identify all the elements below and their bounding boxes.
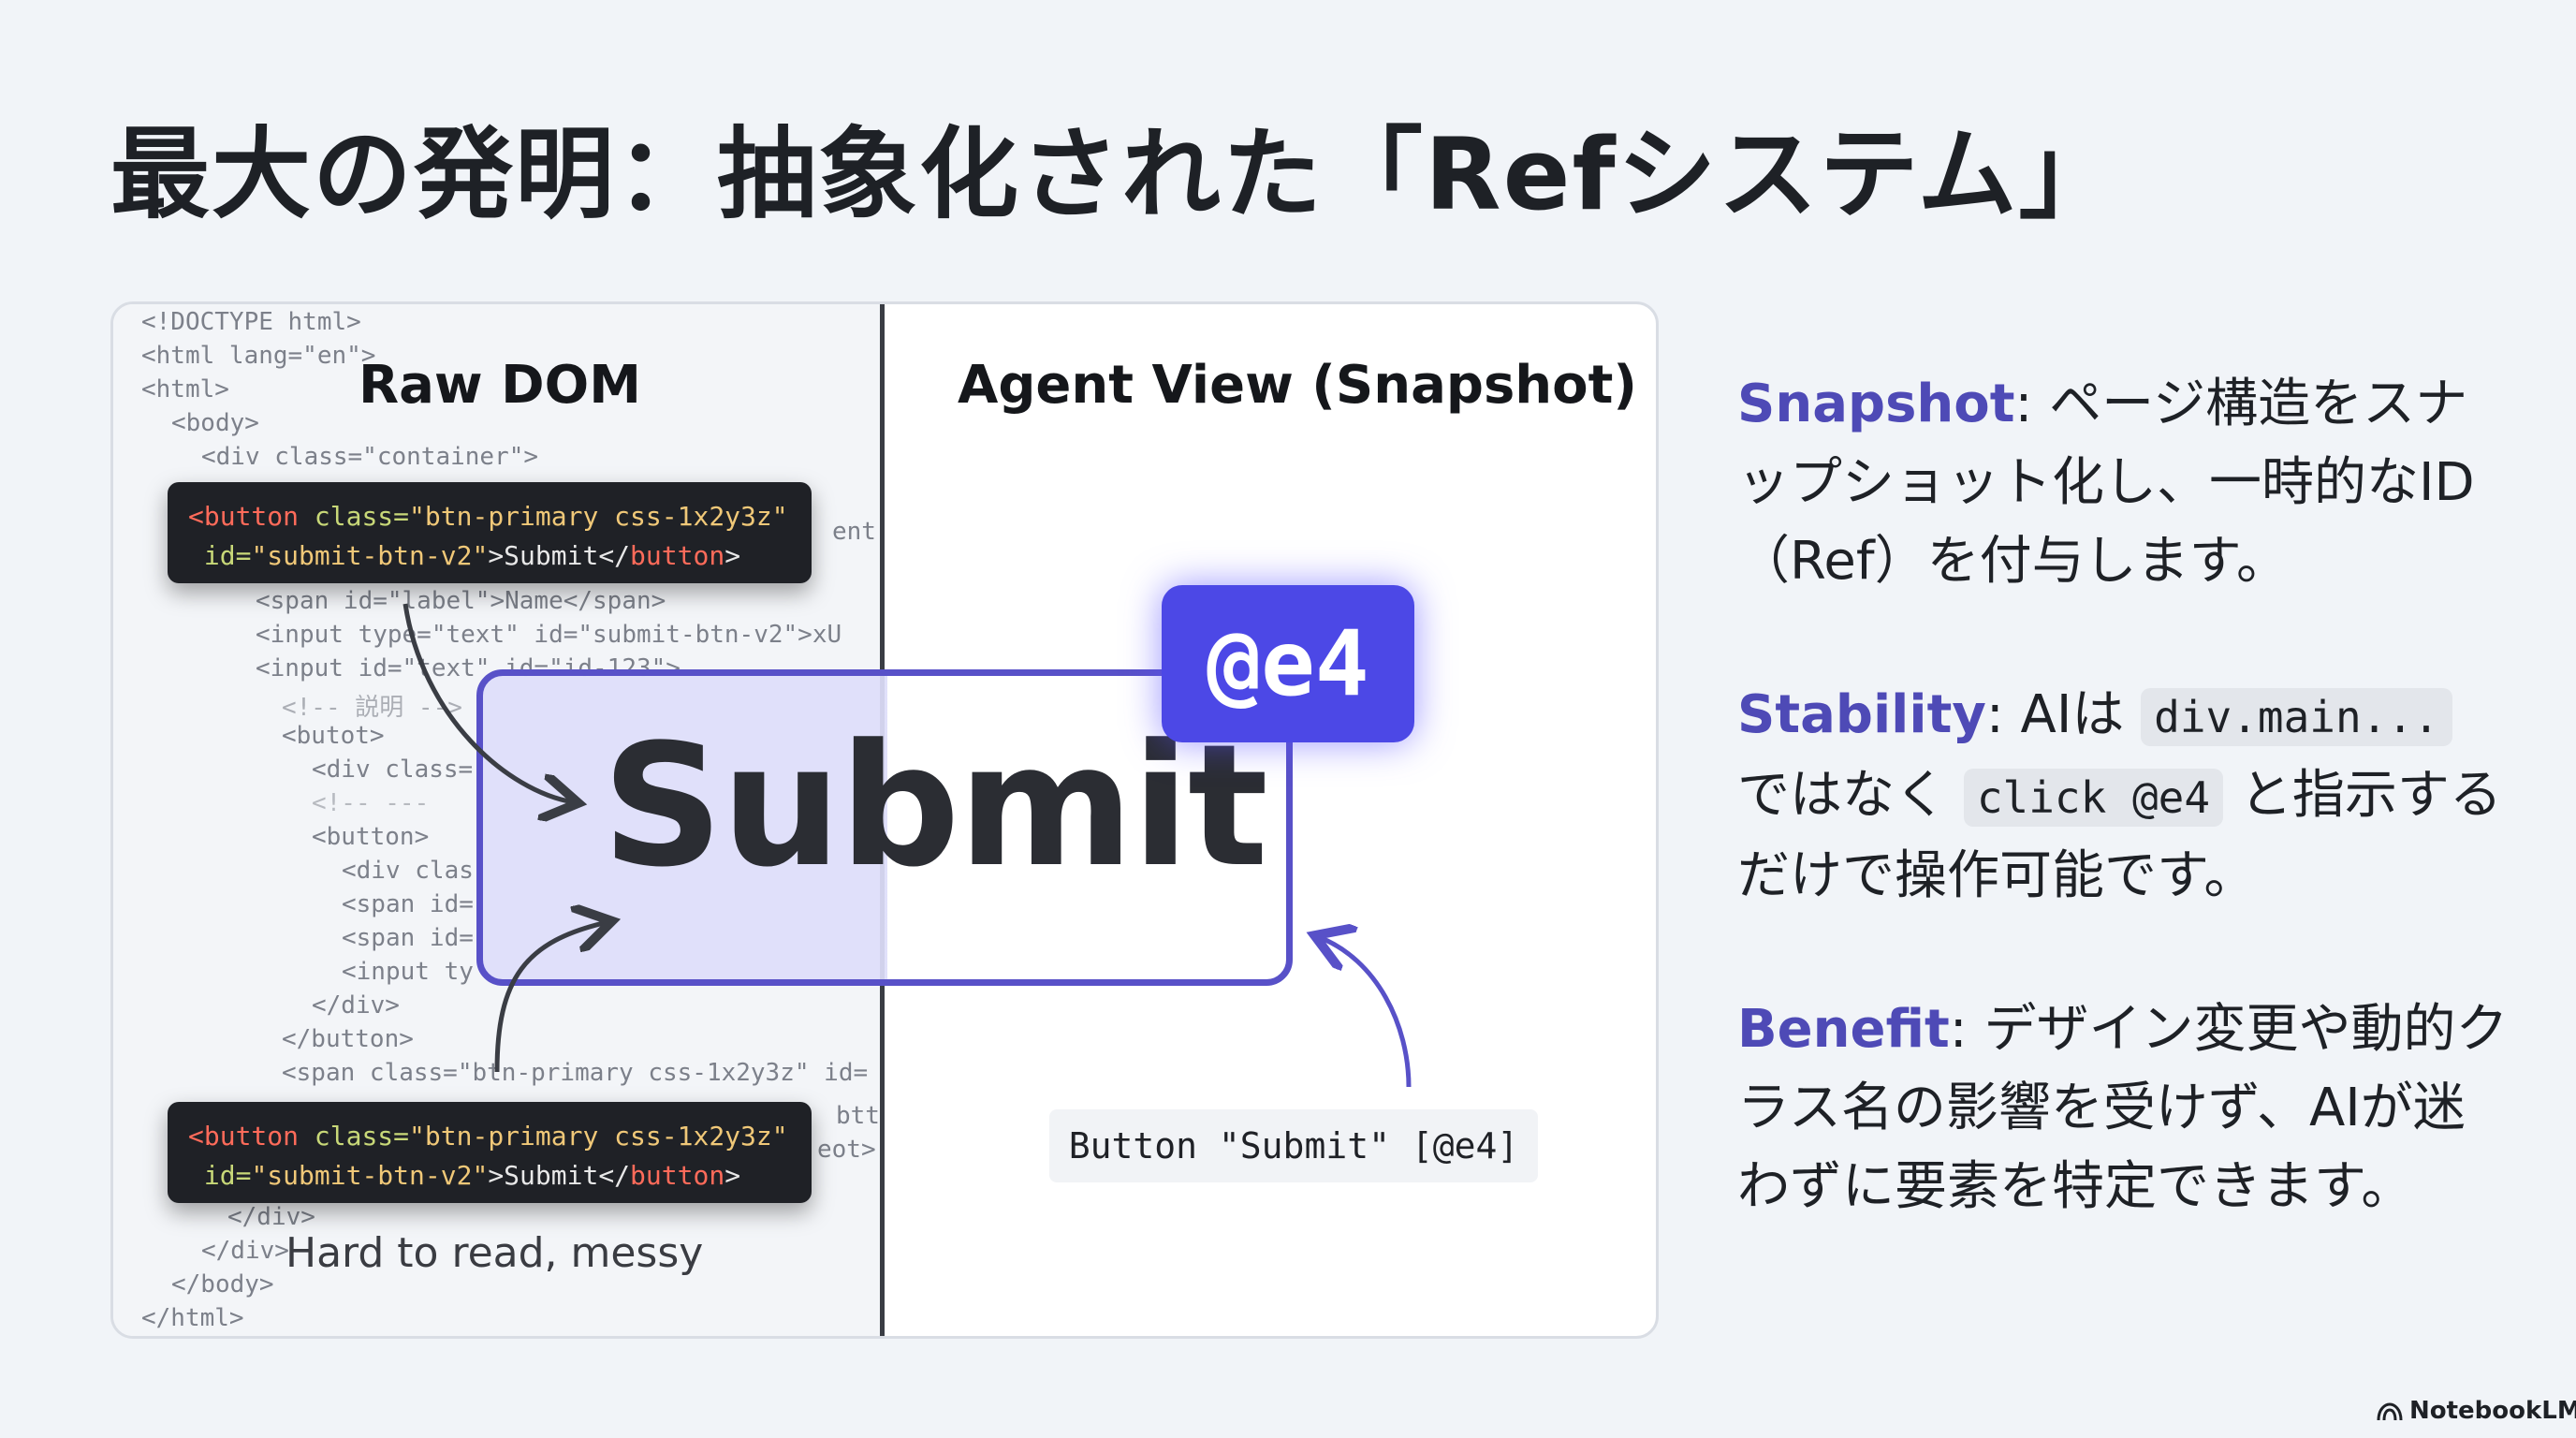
- code-line: <span id=: [342, 924, 474, 952]
- code-line: <html lang="en">: [141, 342, 376, 370]
- code-line: <butot>: [282, 722, 385, 750]
- arrow-snapshot-to-card: [1319, 937, 1412, 1088]
- code-line: </button>: [282, 1025, 414, 1053]
- code-token: class=: [314, 1121, 410, 1152]
- code-token: "btn-primary css-1x2y3z": [409, 501, 788, 532]
- code-token: <button: [188, 501, 300, 532]
- code-line: <span id=: [342, 890, 474, 918]
- ref-badge: @e4: [1162, 585, 1414, 742]
- code-token: >: [724, 1160, 741, 1191]
- agent-view-header: Agent View (Snapshot): [958, 355, 1638, 416]
- comparison-panel: <!DOCTYPE html> <html lang="en"> <html> …: [110, 301, 1659, 1339]
- code-token: >: [724, 540, 741, 571]
- notebooklm-logo-icon: [2377, 1401, 2403, 1420]
- snapshot-line: Button "Submit" [@e4]: [1049, 1109, 1538, 1182]
- code-line: <span class="btn-primary css-1x2y3z" id=: [282, 1059, 869, 1087]
- code-token: "submit-btn-v2": [251, 540, 489, 571]
- code-token: button: [630, 1160, 725, 1191]
- point-text: : AIは: [1985, 684, 2142, 745]
- button-code-snippet-bottom: <button class="btn-primary css-1x2y3z" i…: [168, 1102, 812, 1203]
- code-line: <body>: [171, 409, 259, 437]
- slide-title: 最大の発明：抽象化された「Refシステム」: [110, 117, 2120, 232]
- code-token: <button: [188, 1121, 300, 1152]
- code-token: "submit-btn-v2": [251, 1160, 489, 1191]
- inline-code: div.main...: [2141, 688, 2452, 746]
- raw-dom-header: Raw DOM: [359, 355, 641, 416]
- point-keyword: Benefit: [1737, 999, 1950, 1060]
- code-line: </body>: [171, 1270, 274, 1299]
- point-text: : デザイン変更や動的クラス名の影響を受けず、AIが迷わずに要素を特定できます。: [1737, 999, 2509, 1217]
- code-token: class=: [314, 501, 410, 532]
- code-fragment: eot>: [817, 1136, 876, 1164]
- code-line: <html>: [141, 375, 229, 404]
- code-line: </div>: [227, 1203, 315, 1231]
- button-code-snippet-top: <button class="btn-primary css-1x2y3z" i…: [168, 482, 812, 583]
- code-line: </div>: [201, 1237, 289, 1265]
- raw-dom-caption: Hard to read, messy: [285, 1229, 704, 1277]
- code-line: <!-- ---: [312, 789, 430, 817]
- code-token: >Submit</: [488, 1160, 631, 1191]
- code-line: <input type="text" id="submit-btn-v2">xU: [256, 621, 842, 649]
- submit-label: Submit: [602, 709, 1268, 904]
- code-line: <div clas: [342, 857, 474, 885]
- point-text: と指示するだけで操作可能です。: [1737, 765, 2502, 906]
- point-text: : ページ構造をスナップショット化し、一時的なID（Ref）を付与します。: [1737, 374, 2475, 592]
- code-token: id=: [203, 540, 252, 571]
- code-fragment: ent: [832, 518, 876, 546]
- code-line: <input ty: [342, 958, 474, 986]
- code-line: <!DOCTYPE html>: [141, 308, 361, 336]
- code-token: "btn-primary css-1x2y3z": [409, 1121, 788, 1152]
- code-fragment: btt: [836, 1102, 880, 1130]
- code-token: id=: [203, 1160, 252, 1191]
- point-benefit: Benefit: デザイン変更や動的クラス名の影響を受けず、AIが迷わずに要素を…: [1737, 990, 2514, 1226]
- code-line: </div>: [312, 991, 400, 1020]
- inline-code: click @e4: [1963, 769, 2224, 827]
- brand-name: NotebookLM: [2409, 1397, 2576, 1425]
- code-line: <!-- 説明 -->: [282, 694, 462, 722]
- point-text: ではなく: [1737, 765, 1964, 826]
- code-line: <div class="container">: [201, 443, 539, 471]
- point-snapshot: Snapshot: ページ構造をスナップショット化し、一時的なID（Ref）を付…: [1737, 365, 2514, 601]
- code-token: button: [630, 540, 725, 571]
- code-line: </html>: [141, 1304, 244, 1332]
- code-line: <span id="label">Name</span>: [256, 587, 666, 615]
- code-token: >Submit</: [488, 540, 631, 571]
- code-line: <button>: [312, 823, 430, 851]
- point-keyword: Stability: [1737, 684, 1986, 745]
- code-line: <div class=: [312, 756, 474, 784]
- explanation-points: Snapshot: ページ構造をスナップショット化し、一時的なID（Ref）を付…: [1737, 365, 2514, 1301]
- point-stability: Stability: AIは div.main... ではなく click @e…: [1737, 676, 2514, 916]
- point-keyword: Snapshot: [1737, 374, 2015, 434]
- brand-footer: NotebookLM: [2376, 1397, 2576, 1425]
